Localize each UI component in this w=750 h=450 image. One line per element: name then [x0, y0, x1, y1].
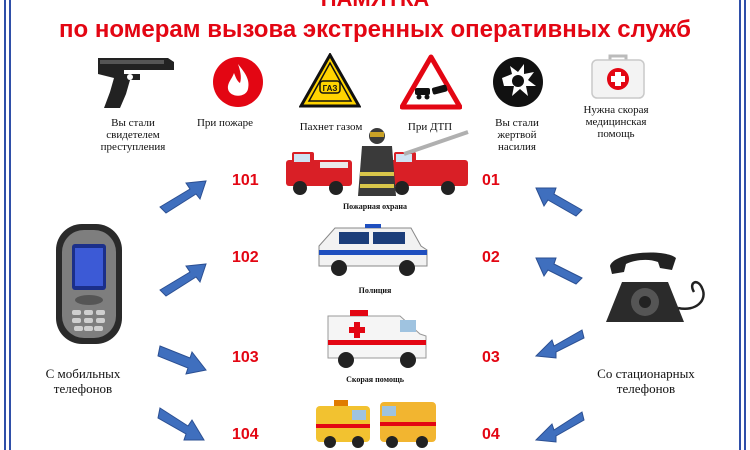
- arrow-landline-03: [534, 329, 585, 359]
- landline-phone-icon: [606, 252, 705, 322]
- arrow-mobile-103: [157, 345, 207, 375]
- gas-warning-icon: ГАЗ: [299, 53, 361, 108]
- arrow-mobile-101: [159, 180, 207, 214]
- number-104: 104: [232, 426, 259, 443]
- service-label-fire: Пожарная охрана: [342, 202, 408, 211]
- situation-label-fire: При пожаре: [196, 117, 254, 129]
- arrow-landline-01: [535, 187, 583, 217]
- number-103: 103: [232, 349, 259, 366]
- mobile-label: С мобильных телефонов: [45, 366, 121, 396]
- frame-border-right: [744, 0, 746, 450]
- fire-truck-illustration: [286, 128, 469, 196]
- situation-label-gas: Пахнет газом: [299, 121, 363, 133]
- situation-label-accident: При ДТП: [407, 121, 453, 133]
- landline-label: Со стационарных телефонов: [597, 366, 695, 396]
- situation-label-violence: Вы стали жертвой насилия: [495, 117, 539, 153]
- number-101: 101: [232, 172, 259, 189]
- car-crash-sign-icon: [400, 54, 462, 110]
- ambulance-illustration: [327, 310, 427, 368]
- police-car-illustration: [318, 224, 428, 276]
- number-02: 02: [482, 249, 500, 266]
- service-label-police: Полиция: [358, 286, 392, 295]
- mobile-phone-icon: [56, 224, 122, 344]
- arrow-landline-04: [534, 411, 585, 443]
- first-aid-kit-icon: [591, 54, 645, 99]
- frame-border-left-inner: [9, 0, 11, 450]
- arrow-landline-02: [535, 257, 583, 285]
- number-01: 01: [482, 172, 500, 189]
- service-label-ambulance: Скорая помощь: [346, 375, 404, 384]
- memo-title: ПАМЯТКА: [0, 0, 750, 12]
- situation-label-ambulance: Нужна скорая медицинская помощь: [583, 104, 649, 140]
- frame-border-right-inner: [739, 0, 741, 450]
- situation-label-crime: Вы стали свидетелем преступления: [100, 117, 166, 153]
- gas-sign-text: ГАЗ: [323, 84, 338, 93]
- number-03: 03: [482, 349, 500, 366]
- violence-icon: [493, 57, 543, 107]
- fire-sign-icon: [213, 57, 263, 107]
- frame-border-left: [4, 0, 6, 450]
- gas-service-vans-illustration: [316, 400, 436, 448]
- arrow-mobile-104: [157, 407, 205, 441]
- number-04: 04: [482, 426, 500, 443]
- memo-subtitle: по номерам вызова экстренных оперативных…: [59, 16, 691, 43]
- number-102: 102: [232, 249, 259, 266]
- arrow-mobile-102: [159, 263, 207, 297]
- pistol-icon: [98, 58, 174, 108]
